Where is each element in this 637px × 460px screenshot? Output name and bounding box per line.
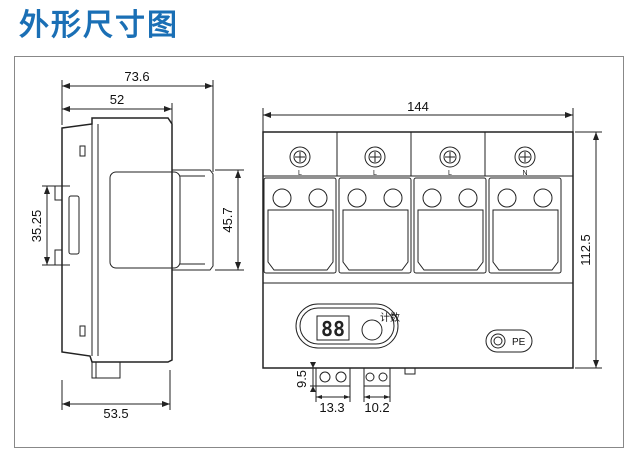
counter-display: 88 bbox=[321, 317, 345, 341]
pole-label-3: L bbox=[448, 170, 452, 177]
dim-height-rail: 35.25 bbox=[29, 210, 44, 243]
pole-label-4: N bbox=[522, 170, 527, 177]
pole-label-1: L bbox=[298, 170, 302, 177]
counter-label: 计数 bbox=[380, 311, 400, 324]
dim-height-front: 112.5 bbox=[578, 234, 593, 266]
front-view bbox=[262, 108, 602, 402]
dimension-arrows bbox=[44, 83, 599, 407]
page-title: 外形尺寸图 bbox=[19, 8, 179, 43]
dim-width-front: 144 bbox=[407, 99, 429, 114]
pole-label-2: L bbox=[373, 170, 377, 177]
dim-term-height: 9.5 bbox=[294, 370, 309, 388]
dim-term-width-a: 13.3 bbox=[319, 400, 344, 415]
dim-width-base: 53.5 bbox=[103, 406, 128, 421]
drawing-frame bbox=[14, 56, 624, 448]
side-view bbox=[42, 80, 244, 410]
dim-width-body: 52 bbox=[110, 92, 124, 107]
dim-width-total: 73.6 bbox=[124, 69, 149, 84]
dim-height-mid: 45.7 bbox=[220, 207, 235, 232]
pe-label: PE bbox=[512, 337, 526, 348]
dim-term-width-b: 10.2 bbox=[364, 400, 389, 415]
